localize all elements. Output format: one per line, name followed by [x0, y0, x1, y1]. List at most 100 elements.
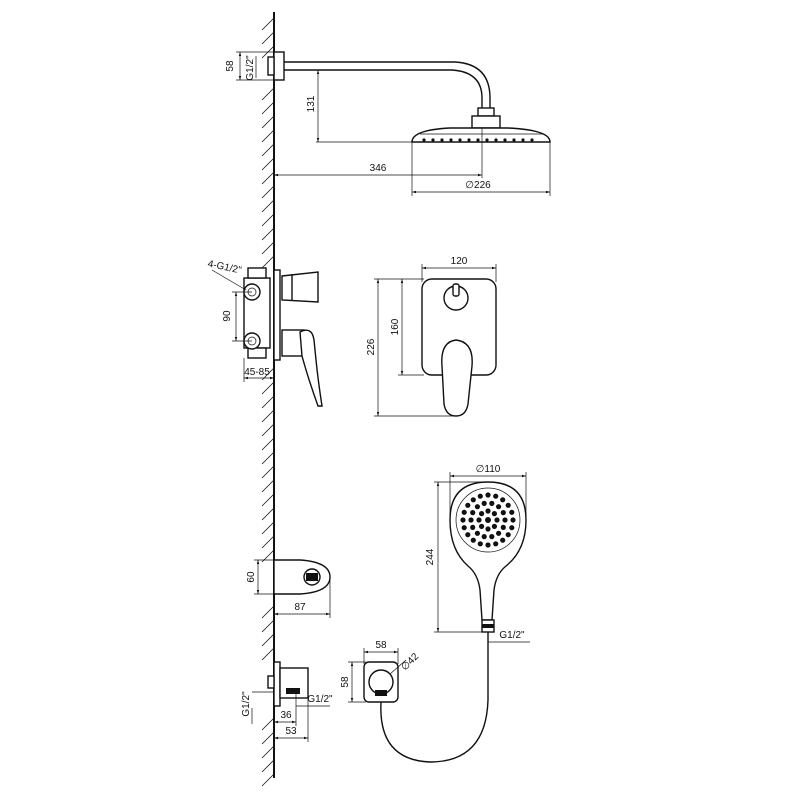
hatch-line — [261, 255, 275, 269]
nozzle — [461, 525, 467, 531]
spout-projection-label: 87 — [294, 602, 306, 613]
hatch-line — [261, 717, 275, 731]
hatch-line — [261, 17, 275, 31]
arm-depth-label: 58 — [225, 60, 236, 72]
hand-shower-nozzles — [460, 492, 516, 548]
nozzle — [485, 526, 491, 532]
hatch-line — [261, 633, 275, 647]
nozzle — [470, 524, 476, 531]
hatch-line — [261, 143, 275, 157]
arm-drop-label: 131 — [306, 95, 317, 112]
elbow-width-label: 58 — [375, 640, 387, 651]
plate-inner-height-label: 160 — [390, 318, 401, 335]
nozzle — [485, 508, 491, 514]
nozzle — [496, 504, 502, 510]
valve-port-spacing-label: 90 — [222, 310, 233, 322]
nozzle — [491, 510, 497, 517]
nozzle — [510, 517, 516, 523]
hatch-line — [261, 745, 275, 759]
spout-height-label: 60 — [246, 571, 257, 583]
nozzle — [479, 510, 485, 517]
nozzle — [449, 138, 453, 142]
nozzle — [530, 138, 534, 142]
elbow-height-label: 58 — [340, 676, 351, 688]
nozzle — [500, 497, 506, 503]
wall-elbow-front — [363, 661, 399, 703]
hatch-line — [261, 619, 275, 633]
hatch-line — [261, 479, 275, 493]
hatch-line — [261, 31, 275, 45]
nozzle — [481, 500, 487, 506]
nozzle — [422, 138, 426, 142]
hatch-line — [261, 115, 275, 129]
hatch-line — [261, 437, 275, 451]
hand-thread-label: G1/2" — [499, 630, 525, 641]
trim-plate-front — [421, 278, 497, 417]
outlet-thread-h-label: G1/2" — [307, 694, 333, 705]
hatch-line — [261, 171, 275, 185]
hatch-line — [261, 535, 275, 549]
hand-diameter-label: ∅110 — [476, 464, 501, 475]
hatch-line — [261, 423, 275, 437]
nozzle — [476, 138, 480, 142]
hatch-line — [261, 129, 275, 143]
nozzle — [470, 537, 476, 543]
wall-hatching — [261, 17, 275, 787]
nozzle — [512, 138, 516, 142]
hatch-line — [261, 381, 275, 395]
hatch-line — [261, 227, 275, 241]
hatch-line — [261, 731, 275, 745]
nozzle — [485, 138, 489, 142]
nozzle — [468, 517, 474, 523]
nozzle — [496, 530, 502, 536]
hatch-line — [261, 773, 275, 787]
nozzle — [440, 138, 444, 142]
hose — [380, 632, 489, 763]
nozzle — [485, 492, 491, 498]
nozzle — [491, 523, 497, 530]
overhead-dimensions: 58 G1/2" 131 346 ∅226 — [225, 51, 551, 196]
plate-height-label: 226 — [366, 338, 377, 355]
hatch-line — [261, 759, 275, 773]
nozzle — [474, 504, 480, 510]
nozzle — [489, 534, 495, 540]
nozzle — [502, 517, 508, 523]
nozzle — [470, 497, 476, 503]
elbow-side-dimensions: G1/2" G1/2" 36 53 — [241, 691, 333, 742]
outlet-depth-outer-label: 53 — [285, 726, 297, 737]
valve-depth-label: 45-85 — [244, 367, 270, 378]
spout-dimensions: 60 87 — [246, 559, 331, 618]
valve-dimensions: 4-G1/2" 90 45-85 — [207, 259, 274, 382]
nozzle — [485, 517, 491, 523]
hatch-line — [261, 451, 275, 465]
nozzle — [500, 509, 506, 516]
nozzle — [465, 502, 471, 508]
nozzle — [489, 500, 495, 506]
hatch-line — [261, 395, 275, 409]
nozzle — [467, 138, 471, 142]
hatch-line — [261, 87, 275, 101]
nozzle — [460, 517, 466, 523]
plate-dimensions: 120 160 226 — [366, 256, 497, 417]
hatch-line — [261, 521, 275, 535]
hatch-line — [261, 507, 275, 521]
hatch-line — [261, 493, 275, 507]
nozzle — [465, 532, 471, 538]
hatch-line — [261, 199, 275, 213]
wall — [261, 12, 275, 787]
nozzle — [481, 534, 487, 540]
nozzle — [509, 525, 515, 531]
hatch-line — [261, 647, 275, 661]
nozzle — [485, 542, 491, 548]
nozzle — [500, 524, 506, 531]
hatch-line — [261, 213, 275, 227]
nozzle — [509, 509, 515, 515]
nozzle — [431, 138, 435, 142]
overhead-diameter-label: ∅226 — [465, 180, 491, 191]
hatch-line — [261, 241, 275, 255]
nozzle — [479, 523, 485, 530]
nozzle — [505, 502, 511, 508]
nozzle — [494, 138, 498, 142]
nozzle — [521, 138, 525, 142]
